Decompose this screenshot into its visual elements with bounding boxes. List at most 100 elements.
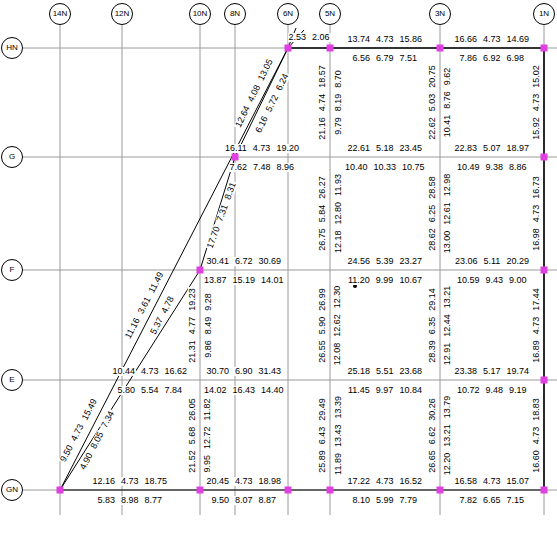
force-value: 9.50 — [58, 442, 75, 463]
force-value: 18.98 — [258, 477, 283, 486]
force-value: 13.39 — [333, 395, 342, 420]
force-values: 20.454.7318.98 — [206, 477, 283, 486]
force-value: 11.82 — [203, 397, 212, 421]
grid-bubble: 10N — [189, 3, 211, 25]
force-value: 23.06 — [454, 257, 479, 266]
force-value: 12.61 — [443, 201, 452, 226]
force-value: 17.22 — [347, 477, 372, 486]
force-value: 13.74 — [347, 35, 372, 44]
force-value: 9.99 — [375, 276, 395, 285]
force-values: 22.835.0718.97 — [454, 144, 531, 153]
force-value: 4.73 — [375, 35, 395, 44]
force-values: 16.664.7314.69 — [454, 35, 531, 44]
force-value: 4.73 — [531, 315, 540, 335]
force-value: 4.90 — [78, 450, 95, 471]
force-value: 7.79 — [399, 496, 419, 505]
force-values: 7.866.926.98 — [459, 54, 526, 63]
grid-bubble: 14N — [49, 3, 71, 25]
grid-bubble: 3N — [429, 3, 451, 25]
force-value: 5.83 — [97, 496, 117, 505]
force-values: 9.508.078.87 — [211, 496, 278, 505]
force-values: 2.532.06 — [288, 33, 331, 42]
grid-bubble: HN — [1, 37, 23, 59]
force-value: 7.82 — [459, 496, 479, 505]
force-value: 4.73 — [531, 203, 540, 223]
force-value: 28.62 — [427, 227, 436, 252]
grid-label: HN — [6, 44, 18, 52]
grid-lines — [23, 25, 557, 515]
force-value: 29.14 — [427, 287, 436, 312]
grid-label: E — [9, 376, 14, 384]
force-value: 14.69 — [506, 35, 531, 44]
force-value: 6.65 — [482, 496, 502, 505]
force-value: 9.00 — [508, 276, 528, 285]
force-value: 5.17 — [482, 367, 502, 376]
grid-bubble: GN — [1, 479, 23, 501]
force-value: 16.43 — [232, 386, 257, 395]
force-values: 21.164.7418.57 — [317, 64, 326, 141]
force-value: 19.74 — [506, 367, 531, 376]
grid-bubble: F — [1, 259, 23, 281]
force-values: 26.656.6230.26 — [427, 397, 436, 474]
force-value: 9.95 — [203, 453, 212, 473]
force-value: 15.49 — [80, 396, 99, 422]
force-value: 6.90 — [234, 367, 254, 376]
force-value: 14.02 — [203, 386, 228, 395]
beam-lines — [60, 28, 544, 490]
force-value: 16.58 — [454, 477, 479, 486]
force-values: 22.615.1823.45 — [347, 144, 424, 153]
force-value: 15.86 — [399, 35, 424, 44]
force-value: 8.70 — [333, 69, 342, 89]
force-value: 5.54 — [140, 386, 160, 395]
force-value: 22.83 — [454, 144, 479, 153]
force-values: 10.444.7316.62 — [112, 367, 189, 376]
force-value: 5.51 — [375, 367, 395, 376]
force-value: 4.73 — [140, 367, 160, 376]
force-value: 8.86 — [508, 163, 528, 172]
force-value: 9.50 — [211, 496, 231, 505]
force-value: 26.99 — [317, 287, 326, 312]
force-value: 4.73 — [482, 35, 502, 44]
force-value: 6.72 — [234, 257, 254, 266]
force-value: 5.11 — [483, 257, 502, 266]
force-value: 7.84 — [164, 386, 184, 395]
force-value: 12.80 — [333, 200, 342, 225]
force-values: 5.805.547.84 — [117, 386, 184, 395]
force-value: 15.19 — [232, 276, 257, 285]
force-value: 10.75 — [401, 163, 426, 172]
force-value: 20.75 — [427, 64, 436, 89]
grid-label: 6N — [283, 10, 293, 18]
force-value: 19.20 — [275, 144, 300, 153]
force-value: 12.18 — [333, 229, 342, 254]
force-value: 12.98 — [443, 172, 452, 197]
force-value: 5.68 — [187, 425, 196, 445]
force-value: 21.16 — [317, 116, 326, 141]
force-values: 9.9512.7211.82 — [203, 397, 212, 473]
force-values: 17.707.318.31 — [205, 180, 238, 250]
force-values: 14.0216.4314.40 — [203, 386, 285, 395]
force-values: 10.418.769.62 — [443, 66, 452, 138]
force-value: 10.49 — [456, 163, 481, 172]
force-value: 5.90 — [317, 315, 326, 335]
force-value: 18.97 — [506, 144, 531, 153]
force-value: 5.99 — [375, 496, 395, 505]
force-value: 6.35 — [427, 315, 436, 335]
force-value: 28.58 — [427, 175, 436, 200]
force-value: 22.62 — [427, 116, 436, 141]
force-value: 13.79 — [443, 394, 452, 419]
force-value: 9.19 — [508, 386, 528, 395]
force-values: 21.314.7719.23 — [187, 287, 196, 364]
force-value: 25.18 — [347, 367, 372, 376]
force-value: 4.73 — [234, 477, 254, 486]
force-values: 10.499.388.86 — [456, 163, 528, 172]
force-value: 21.52 — [187, 449, 196, 474]
force-value: 15.02 — [531, 64, 540, 89]
force-value: 7.15 — [506, 496, 526, 505]
force-value: 8.05 — [88, 429, 105, 450]
force-values: 16.984.7316.73 — [531, 175, 540, 252]
force-value: 12.20 — [443, 451, 452, 476]
force-value: 18.57 — [317, 64, 326, 89]
force-value: 4.73 — [69, 421, 86, 442]
grid-bubble: 8N — [224, 3, 246, 25]
